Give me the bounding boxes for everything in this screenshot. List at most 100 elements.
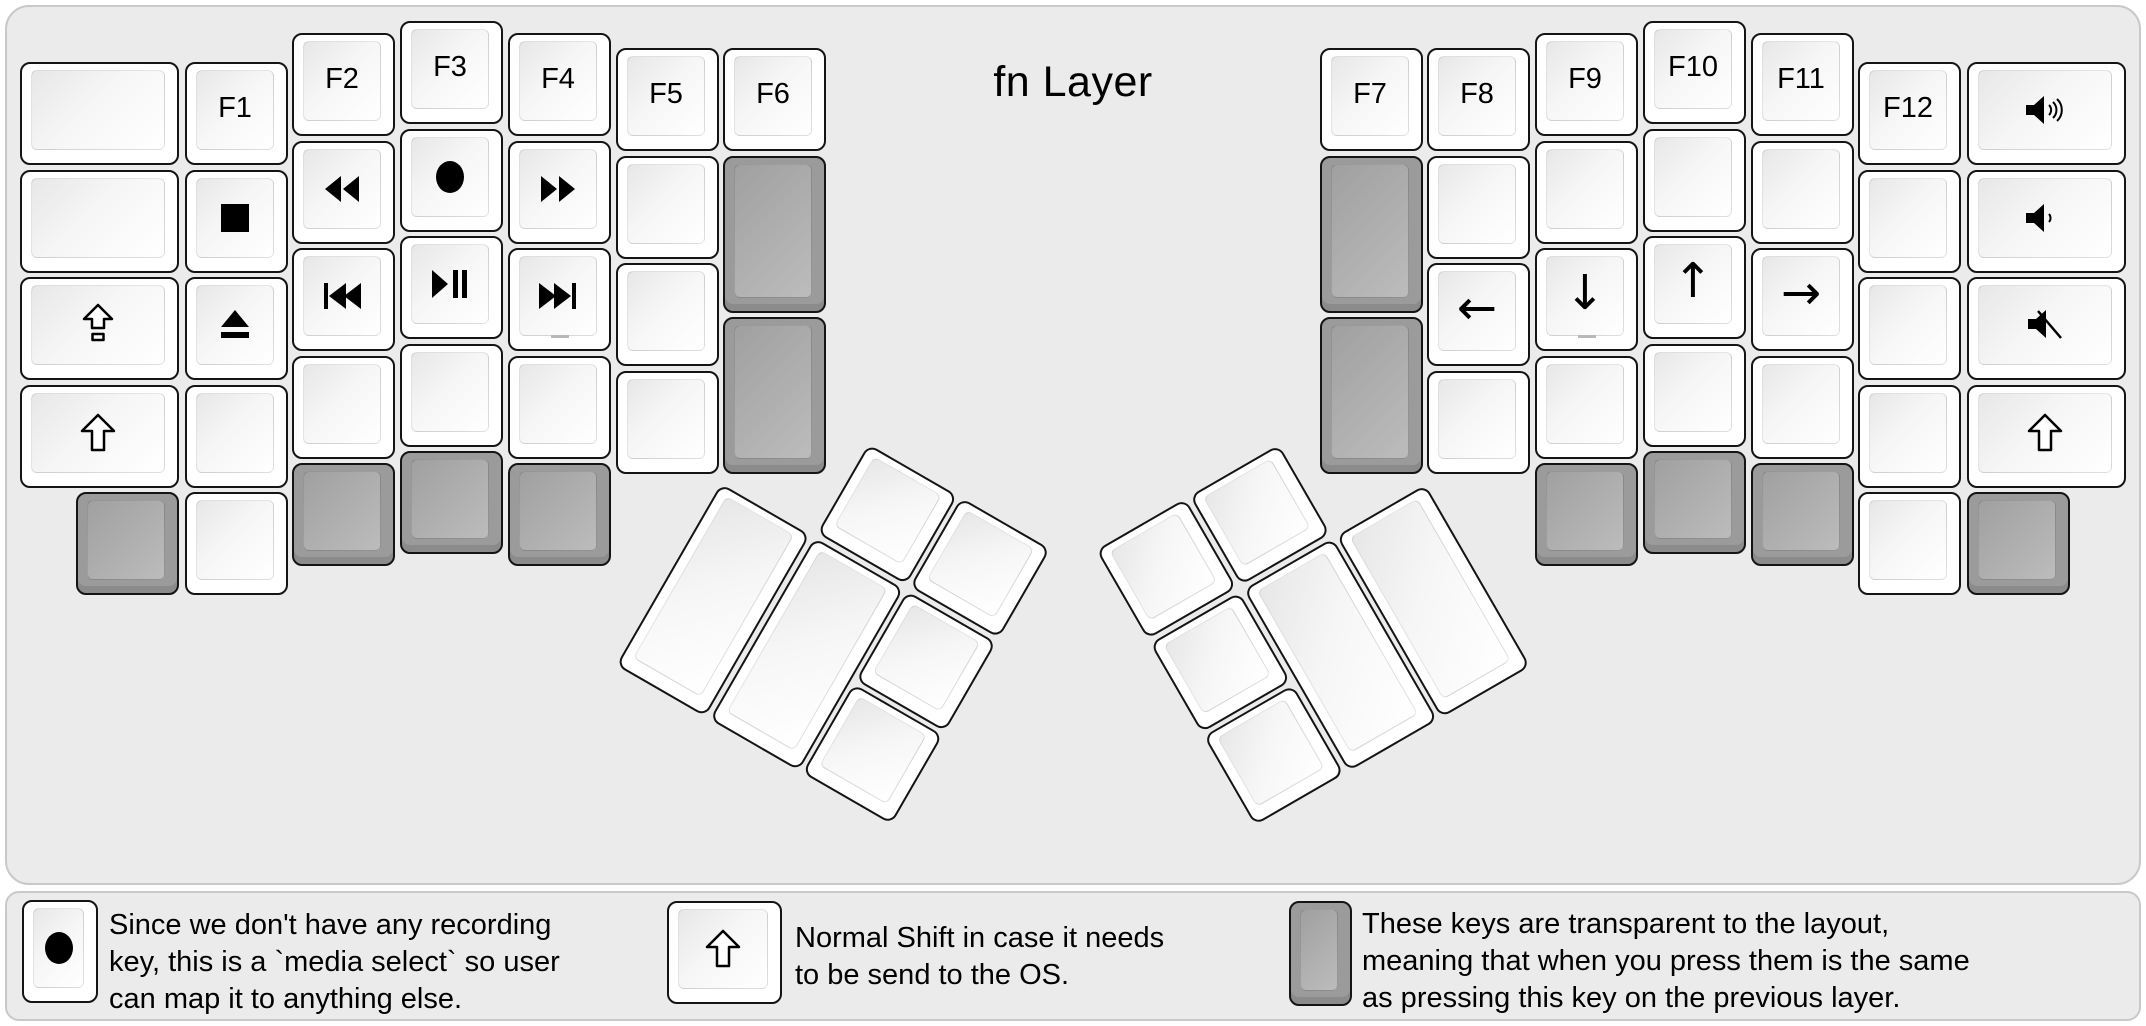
keytop [31, 285, 165, 365]
key-blank-r-c5-r1[interactable] [1858, 170, 1961, 273]
keytop [303, 149, 381, 229]
key-transparent-l-bottom[interactable] [76, 492, 179, 595]
key-f9[interactable]: F9 [1535, 33, 1638, 136]
key-mute[interactable] [1967, 277, 2126, 380]
key-blank-r-c1-r1[interactable] [1427, 156, 1530, 259]
key-transparent-r-c0-r2[interactable] [1320, 317, 1423, 474]
keytop [627, 271, 705, 351]
key-blank-l-c4-r3[interactable] [508, 356, 611, 459]
key-prev-track[interactable] [292, 248, 395, 351]
keytop [1546, 364, 1624, 444]
key-transparent-r-c2[interactable] [1535, 463, 1638, 566]
key-blank-r-c2-r1[interactable] [1535, 141, 1638, 244]
keytop [519, 149, 597, 229]
keytop [303, 364, 381, 444]
key-volume-down[interactable] [1967, 170, 2126, 273]
key-blank-r-c3-r3[interactable] [1643, 344, 1746, 447]
key-next-track[interactable] [508, 248, 611, 351]
key-record[interactable] [400, 129, 503, 232]
keytop [1546, 471, 1624, 551]
key-blank-r-c3-r1[interactable] [1643, 129, 1746, 232]
legend-line: Normal Shift in case it needs [795, 922, 1165, 954]
key-blank-r-c2-r3[interactable] [1535, 356, 1638, 459]
keytop [1654, 352, 1732, 432]
keytop: F1 [196, 70, 274, 150]
key-transparent-r-c0-r1[interactable] [1320, 156, 1423, 313]
keytop [1978, 70, 2112, 150]
key-eject[interactable] [185, 277, 288, 380]
eject-icon [219, 310, 251, 340]
keytop: F3 [411, 29, 489, 109]
legend-record-key [22, 900, 98, 1003]
key-blank-r-c5-r2[interactable] [1858, 277, 1961, 380]
key-f3[interactable]: F3 [400, 21, 503, 124]
key-f10[interactable]: F10 [1643, 21, 1746, 124]
keytop [1300, 909, 1338, 991]
key-transparent-l-c6-r2[interactable] [723, 317, 826, 474]
key-fast-forward[interactable] [508, 141, 611, 244]
key-arrow-up[interactable]: ↑ [1643, 236, 1746, 339]
key-blank-l-c0-r1[interactable] [20, 170, 179, 273]
key-f8[interactable]: F8 [1427, 48, 1530, 151]
key-play-pause[interactable] [400, 236, 503, 339]
key-label: F9 [1568, 62, 1602, 95]
key-blank-l-c1-r3[interactable] [185, 385, 288, 488]
key-blank-l-c5-r2[interactable] [616, 263, 719, 366]
keytop [411, 137, 489, 217]
key-blank-r-c5-r3[interactable] [1858, 385, 1961, 488]
key-label: F6 [756, 77, 790, 110]
key-transparent-l-c4[interactable] [508, 463, 611, 566]
keytop [1869, 500, 1947, 580]
key-arrow-right[interactable]: → [1751, 248, 1854, 351]
key-caps-lock[interactable] [20, 277, 179, 380]
key-transparent-r-c3[interactable] [1643, 451, 1746, 554]
key-stop[interactable] [185, 170, 288, 273]
legend-line: to be send to the OS. [795, 959, 1070, 991]
key-blank-r-c5-r4[interactable] [1858, 492, 1961, 595]
arrow-up-icon: ↑ [1672, 253, 1714, 309]
key-f4[interactable]: F4 [508, 33, 611, 136]
keytop [1654, 459, 1732, 539]
key-shift-left[interactable] [20, 385, 179, 488]
keytop [734, 325, 812, 459]
keytop: F12 [1869, 70, 1947, 150]
key-f7[interactable]: F7 [1320, 48, 1423, 151]
key-transparent-r-c4[interactable] [1751, 463, 1854, 566]
key-f1[interactable]: F1 [185, 62, 288, 165]
key-f5[interactable]: F5 [616, 48, 719, 151]
key-arrow-left[interactable]: ← [1427, 263, 1530, 366]
key-rewind[interactable] [292, 141, 395, 244]
key-blank-l-c5-r3[interactable] [616, 371, 719, 474]
key-f6[interactable]: F6 [723, 48, 826, 151]
key-transparent-r-bottom[interactable] [1967, 492, 2070, 595]
key-shift-right[interactable] [1967, 385, 2126, 488]
key-f12[interactable]: F12 [1858, 62, 1961, 165]
key-transparent-l-c3[interactable] [400, 451, 503, 554]
keytop [303, 471, 381, 551]
keytop [1869, 178, 1947, 258]
keytop [1331, 325, 1409, 459]
key-transparent-l-c2[interactable] [292, 463, 395, 566]
key-f2[interactable]: F2 [292, 33, 395, 136]
key-arrow-down[interactable]: ↓ [1535, 248, 1638, 351]
key-blank-l-c0-r0[interactable] [20, 62, 179, 165]
keytop [1978, 285, 2112, 365]
keytop: ↓ [1546, 256, 1624, 336]
key-volume-up[interactable] [1967, 62, 2126, 165]
key-f11[interactable]: F11 [1751, 33, 1854, 136]
keytop [1331, 164, 1409, 298]
keytop: ↑ [1654, 244, 1732, 324]
keytop [1762, 364, 1840, 444]
key-blank-r-c4-r3[interactable] [1751, 356, 1854, 459]
key-transparent-l-c6-r1[interactable] [723, 156, 826, 313]
key-blank-l-c2-r3[interactable] [292, 356, 395, 459]
key-blank-l-c5-r1[interactable] [616, 156, 719, 259]
key-blank-r-c1-r3[interactable] [1427, 371, 1530, 474]
keytop [87, 500, 165, 580]
keytop [33, 908, 84, 988]
keytop [627, 379, 705, 459]
key-blank-l-c1-r4[interactable] [185, 492, 288, 595]
key-blank-l-c3-r3[interactable] [400, 344, 503, 447]
key-blank-r-c4-r1[interactable] [1751, 141, 1854, 244]
key-label: F7 [1353, 77, 1387, 110]
